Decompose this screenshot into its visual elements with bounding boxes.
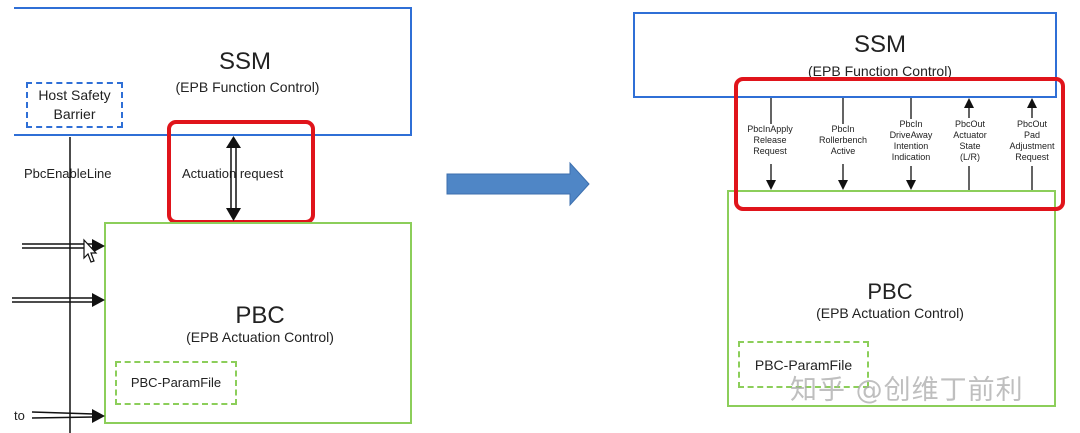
actuation-request-label: Actuation request: [181, 166, 285, 181]
transition-arrow-icon: [446, 161, 590, 207]
right-ssm-title: SSM: [853, 31, 906, 58]
left-ssm-title: SSM: [218, 48, 271, 75]
left-param-file-box: [115, 361, 237, 405]
right-param-file-box: [738, 341, 869, 388]
right-ssm-subtitle: (EPB Function Control): [808, 63, 952, 79]
right-pbc-title: PBC: [867, 279, 913, 304]
cut-text: to: [14, 408, 25, 423]
signal-arrow-1: [838, 98, 848, 190]
signal-arrow-4: [1027, 98, 1037, 190]
actuation-double-arrow: [226, 136, 241, 221]
right-param-file-label: PBC-ParamFile: [754, 357, 853, 373]
watermark: 知乎 @创维丁前利: [790, 375, 1024, 406]
pbc-input-arrow-2: [12, 293, 105, 307]
left-ssm-subtitle: (EPB Function Control): [175, 79, 320, 95]
right-ssm-box: [633, 12, 1057, 98]
left-pbc-title: PBC: [235, 302, 285, 329]
left-param-file-label: PBC-ParamFile: [130, 375, 222, 390]
right-pbc-box: [727, 190, 1056, 407]
host-safety-barrier-line2: Barrier: [53, 106, 96, 122]
pbc-input-arrow-1: [22, 239, 105, 253]
signal-arrow-0: [766, 98, 776, 190]
enable-line-label: PbcEnableLine: [24, 166, 112, 181]
host-safety-barrier-box: [26, 82, 123, 128]
signal-arrow-3: [964, 98, 974, 190]
left-ssm-box: [14, 7, 412, 136]
left-pbc-box: [104, 222, 412, 424]
host-safety-barrier-line1: Host Safety: [38, 87, 111, 103]
right-highlight-box: [734, 77, 1065, 211]
signal-arrow-2: [906, 98, 916, 190]
mouse-cursor-icon: [83, 238, 98, 263]
right-pbc-subtitle: (EPB Actuation Control): [816, 305, 964, 321]
left-pbc-subtitle: (EPB Actuation Control): [186, 329, 334, 345]
pbc-input-arrow-3: [31, 409, 105, 423]
